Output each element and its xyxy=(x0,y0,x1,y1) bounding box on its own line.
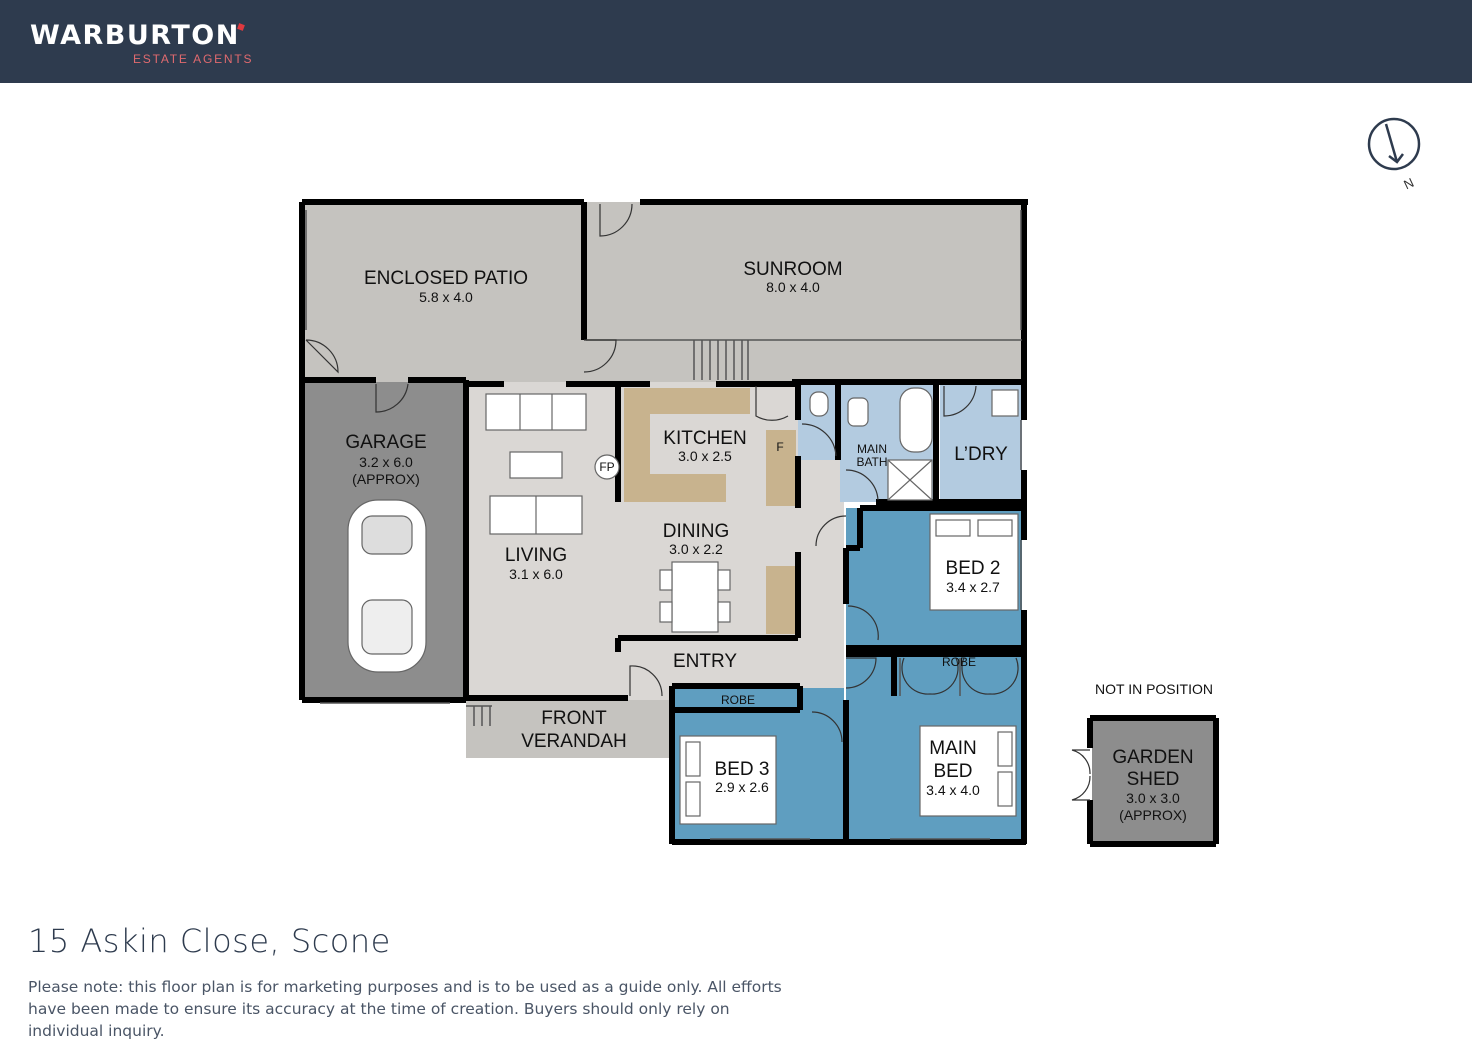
bed3-dims: 2.9 x 2.6 xyxy=(715,779,769,795)
garage-dims: 3.2 x 6.0 xyxy=(359,454,413,470)
bed2-label: BED 2 xyxy=(946,558,1001,579)
header-bar: WARBURTON ESTATE AGENTS xyxy=(0,0,1472,83)
main-bed-dims: 3.4 x 4.0 xyxy=(926,782,980,798)
fireplace-label: FP xyxy=(599,460,614,474)
property-address: 15 Askin Close, Scone xyxy=(28,922,391,960)
garage-note: (APPROX) xyxy=(352,471,420,487)
kitchen-label: KITCHEN xyxy=(663,428,746,449)
garden-shed-note: (APPROX) xyxy=(1119,807,1187,823)
fireplace-icon xyxy=(594,454,620,480)
garden-shed-area xyxy=(1092,718,1214,842)
sofa-top xyxy=(485,393,587,431)
furniture xyxy=(347,387,1019,825)
main-bed-robe-label: ROBE xyxy=(942,655,976,669)
enclosed-patio-area xyxy=(304,202,584,382)
door-swings xyxy=(305,203,1091,801)
garden-shed-label-1: GARDEN xyxy=(1112,747,1193,768)
brand-tagline: ESTATE AGENTS xyxy=(133,52,254,66)
north-arrow-icon xyxy=(1367,117,1421,171)
main-bath-label-1: MAIN xyxy=(857,442,887,456)
bed3-robe-label: ROBE xyxy=(721,693,755,707)
disclaimer-text: Please note: this floor plan is for mark… xyxy=(28,978,782,1040)
coffee-table xyxy=(509,451,563,479)
hall-area xyxy=(796,455,844,685)
living-label: LIVING xyxy=(505,545,567,566)
fridge-label: F xyxy=(776,440,783,454)
garage-label: GARAGE xyxy=(345,432,426,453)
enclosed-patio-label: ENCLOSED PATIO xyxy=(364,268,528,289)
enclosed-patio-dims: 5.8 x 4.0 xyxy=(419,289,473,305)
main-bed-label-1: MAIN xyxy=(929,738,977,759)
entry-label: ENTRY xyxy=(673,651,737,672)
main-bath-label-2: BATH xyxy=(856,455,887,469)
front-verandah-area xyxy=(466,700,672,758)
bed3-label: BED 3 xyxy=(715,759,770,780)
walls xyxy=(299,199,1219,847)
front-verandah-label-1: FRONT xyxy=(541,708,607,729)
bed2-dims: 3.4 x 2.7 xyxy=(946,579,1000,595)
front-verandah-label-2: VERANDAH xyxy=(521,731,627,752)
kitchen-dims: 3.0 x 2.5 xyxy=(678,448,732,464)
living-dims: 3.1 x 6.0 xyxy=(509,566,563,582)
not-in-position-label: NOT IN POSITION xyxy=(1095,681,1213,697)
laundry-label: L’DRY xyxy=(954,444,1008,465)
brand-logo: WARBURTON xyxy=(30,20,240,51)
laundry-tub xyxy=(991,389,1019,417)
sunroom-label: SUNROOM xyxy=(743,259,842,280)
dining-sideboard xyxy=(766,566,796,634)
kitchen-pantry xyxy=(766,430,796,506)
garden-shed-dims: 3.0 x 3.0 xyxy=(1126,790,1180,806)
basin xyxy=(847,397,869,427)
sunroom-dims: 8.0 x 4.0 xyxy=(766,279,820,295)
dining-label: DINING xyxy=(663,521,730,542)
sunroom-area xyxy=(584,202,1026,382)
kitchen-bench-top xyxy=(624,388,750,414)
kitchen-island xyxy=(624,474,726,502)
bathtub xyxy=(899,387,933,453)
toilet xyxy=(809,391,829,417)
dining-dims: 3.0 x 2.2 xyxy=(669,541,723,557)
main-bed-label-2: BED xyxy=(933,761,972,782)
windows-and-partitions xyxy=(305,210,1022,840)
garden-shed-label-2: SHED xyxy=(1127,769,1180,790)
dining-table xyxy=(671,561,719,633)
